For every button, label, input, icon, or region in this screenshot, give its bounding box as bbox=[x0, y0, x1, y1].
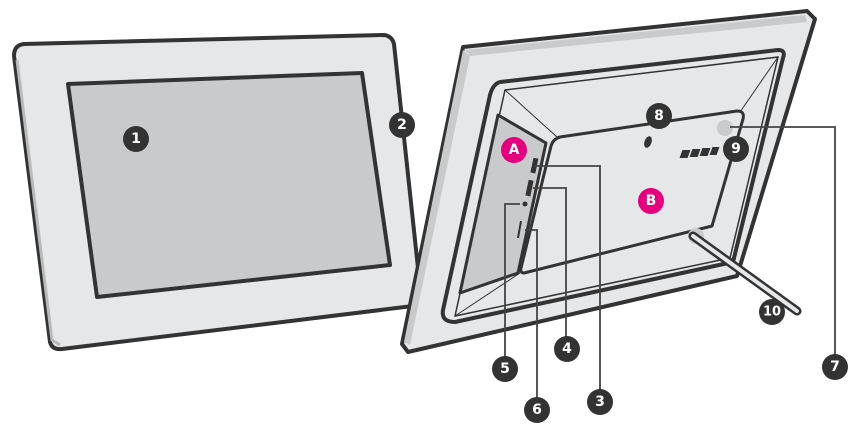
svg-text:10: 10 bbox=[763, 305, 781, 320]
side-panel-a bbox=[458, 113, 548, 295]
svg-text:B: B bbox=[646, 193, 657, 209]
port-6 bbox=[517, 220, 522, 239]
port-4 bbox=[525, 179, 534, 197]
svg-text:5: 5 bbox=[500, 361, 510, 377]
svg-text:1: 1 bbox=[131, 131, 141, 147]
callout-3: 3 bbox=[587, 389, 613, 415]
callout-9: 9 bbox=[723, 136, 749, 162]
callout-7: 7 bbox=[822, 354, 848, 380]
callout-10: 10 bbox=[759, 299, 785, 325]
svg-text:3: 3 bbox=[595, 394, 605, 410]
svg-text:4: 4 bbox=[562, 341, 572, 357]
port-5 bbox=[522, 201, 528, 207]
back-frame bbox=[400, 9, 817, 354]
svg-text:A: A bbox=[509, 142, 520, 158]
callout-1: 1 bbox=[123, 126, 149, 152]
svg-text:8: 8 bbox=[654, 108, 664, 124]
callout-8: 8 bbox=[646, 103, 672, 129]
svg-text:2: 2 bbox=[397, 117, 407, 133]
callout-2: 2 bbox=[389, 112, 415, 138]
callout-4: 4 bbox=[554, 336, 580, 362]
region-a-label: A bbox=[501, 137, 527, 163]
leader-lines bbox=[504, 126, 836, 398]
callout-6: 6 bbox=[524, 397, 550, 423]
region-b-label: B bbox=[638, 188, 664, 214]
front-frame bbox=[12, 33, 423, 352]
speaker-grille bbox=[679, 147, 720, 158]
svg-text:9: 9 bbox=[731, 141, 741, 157]
callout-5: 5 bbox=[492, 356, 518, 382]
front-screen bbox=[66, 71, 392, 299]
wall-mount-hole bbox=[644, 136, 652, 148]
svg-text:6: 6 bbox=[532, 402, 542, 418]
svg-text:7: 7 bbox=[830, 359, 840, 375]
button-7 bbox=[717, 120, 733, 136]
port-3 bbox=[530, 157, 539, 174]
